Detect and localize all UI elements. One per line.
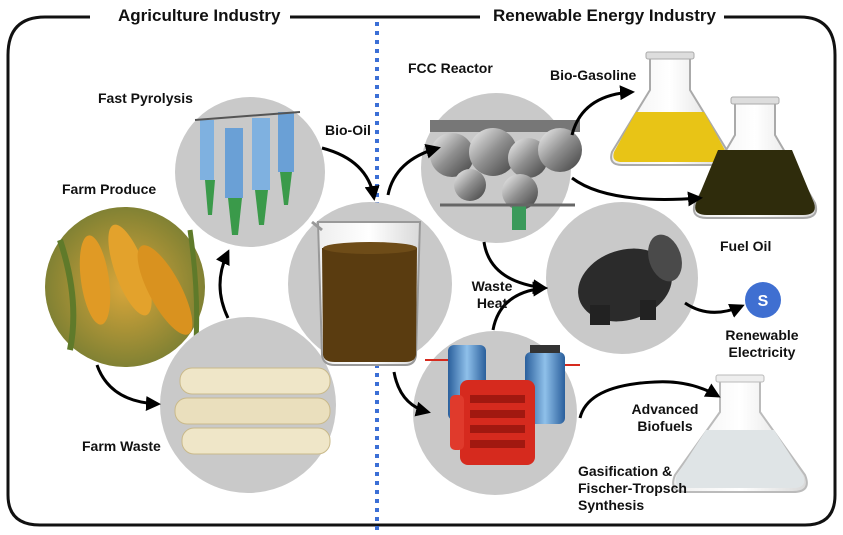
farm-waste-node [160, 317, 336, 493]
arrow-pyrolysis-to-biooil [321, 146, 380, 201]
arrow-biooil-to-fcc [386, 144, 441, 196]
arrow-gasification-to-biofuel [578, 380, 721, 419]
label-gasification: Gasification & Fischer-Tropsch Synthesis [578, 463, 687, 514]
fcc-reactor-node [421, 93, 582, 243]
label-farm-produce: Farm Produce [62, 181, 157, 197]
arrow-gasification-to-generator [491, 281, 548, 331]
farm-produce-node [45, 207, 205, 367]
label-advanced-line2: Biofuels [637, 418, 693, 434]
beaker-icon [311, 220, 422, 366]
label-fcc-reactor: FCC Reactor [408, 60, 493, 76]
label-gasification-line1: Gasification & [578, 463, 673, 479]
arrow-produce-to-waste [95, 364, 161, 411]
bio-oil-node [288, 202, 452, 366]
reactor-spheres-icon [430, 120, 582, 230]
label-waste-heat-line1: Waste [471, 278, 513, 294]
label-gasification-line2: Fischer-Tropsch [578, 480, 687, 496]
label-renewable-electricity: Renewable Electricity [712, 327, 812, 361]
arrow-fcc-to-gasoline [570, 85, 635, 136]
label-gasification-line3: Synthesis [578, 497, 645, 513]
label-farm-waste: Farm Waste [82, 438, 161, 454]
label-bio-oil: Bio-Oil [325, 122, 371, 138]
pyrolysis-equipment-icon [194, 111, 301, 235]
label-waste-heat: Waste Heat [462, 278, 522, 312]
section-title-renewable: Renewable Energy Industry [485, 6, 724, 26]
electricity-icon: S [758, 293, 769, 310]
section-title-agriculture: Agriculture Industry [110, 6, 289, 26]
label-fuel-oil: Fuel Oil [720, 238, 772, 254]
outer-frame [6, 15, 837, 527]
arrow-generator-to-electricity [684, 301, 745, 318]
label-bio-gasoline: Bio-Gasoline [550, 67, 637, 83]
label-renewable-line1: Renewable [725, 327, 799, 343]
label-advanced-biofuels: Advanced Biofuels [626, 401, 704, 435]
label-advanced-line1: Advanced [631, 401, 699, 417]
fast-pyrolysis-node [175, 97, 325, 247]
arrow-fcc-to-fueloil [571, 176, 703, 207]
generator-node [546, 202, 698, 354]
label-waste-heat-line2: Heat [476, 295, 508, 311]
advanced-biofuel-flask [672, 374, 808, 493]
label-renewable-line2: Electricity [728, 344, 796, 360]
gasification-node [413, 331, 580, 495]
corn-husks-icon [174, 367, 331, 455]
label-fast-pyrolysis: Fast Pyrolysis [98, 90, 193, 106]
arrow-waste-to-pyrolysis [216, 249, 230, 319]
fuel-oil-flask [692, 96, 818, 219]
turbine-generator-icon [578, 234, 682, 325]
electricity-badge: S [745, 282, 781, 318]
arrow-biooil-to-gasification [392, 371, 431, 417]
heat-exchanger-icon [425, 345, 580, 465]
